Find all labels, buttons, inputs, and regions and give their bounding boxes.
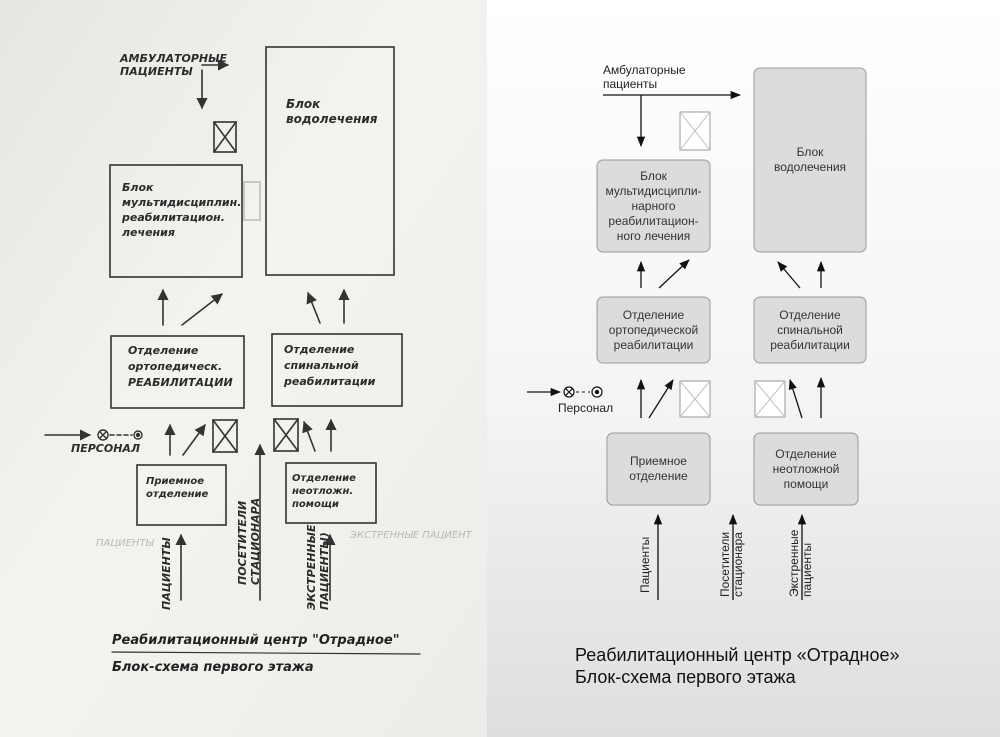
- caption-line2: Блок-схема первого этажа: [575, 667, 796, 687]
- sketch-emergency-box: [285, 462, 377, 524]
- sketch-emergency-patients-label: ЭКСТРЕННЫЕ ПАЦИЕНТЫ): [305, 524, 331, 610]
- multi-block-label: Блок мультидисципли- нарного реабилитаци…: [605, 168, 702, 243]
- spinal-dept-label: Отделение спинальной реабилитации: [770, 307, 850, 352]
- clean-diagram-panel: Амбулаторные пациенты Блок водолечения Б…: [487, 0, 1000, 737]
- outpatients-label: Амбулаторные пациенты: [603, 63, 686, 91]
- sketch-multi-box: [109, 164, 243, 278]
- sketch-outpatients-label: АМБУЛАТОРНЫЕ ПАЦИЕНТЫ: [120, 52, 228, 78]
- hydro-box: [753, 67, 867, 253]
- sketch-photo: АМБУЛАТОРНЫЕ ПАЦИЕНТЫ Блок водолечения Б…: [0, 0, 487, 737]
- sketch-patients-label: ПАЦИЕНТЫ: [160, 537, 173, 610]
- patients-label: Пациенты: [638, 536, 652, 593]
- emergency-patients-label: Экстренные пациенты: [787, 529, 814, 597]
- ortho-box: [596, 296, 711, 364]
- sketch-reception-label: Приемное отделение: [146, 476, 209, 500]
- sketch-spinal-box: [271, 333, 403, 407]
- multi-box: [596, 159, 711, 253]
- sketch-visitors-label: ПОСЕТИТЕЛИ СТАЦИОНАРА: [236, 497, 262, 585]
- hydro-block-label: Блок водолечения: [773, 145, 847, 174]
- emergency-label: Отделение неотложной помощи: [772, 446, 840, 491]
- sketch-caption-line1: Реабилитационный центр "Отрадное": [112, 633, 400, 648]
- ortho-dept-label: Отделение ортопедической реабилитации: [608, 307, 699, 352]
- reception-box: [606, 432, 711, 506]
- caption-line1: Реабилитационный центр «Отрадное»: [575, 645, 900, 665]
- sketch-caption-line2: Блок-схема первого этажа: [112, 660, 314, 675]
- visitors-label: Посетители стационара: [718, 531, 745, 597]
- sketch-hydro-label: Блок водолечения: [286, 97, 378, 126]
- sketch-staff-label: ПЕРСОНАЛ: [71, 442, 141, 455]
- sketch-faint-emergency: ЭКСТРЕННЫЕ ПАЦИЕНТ: [350, 530, 472, 541]
- sketch-hydro-box: [265, 46, 395, 276]
- sketch-emergency-label: Отделение неотложн. помощи: [292, 473, 356, 510]
- spinal-box: [753, 296, 867, 364]
- sketch-reception-box: [136, 464, 227, 526]
- emergency-box: [753, 432, 859, 506]
- sketch-faint-patients: ПАЦИЕНТЫ: [96, 538, 154, 549]
- sketch-spinal-label: Отделение спинальной реабилитации: [284, 343, 376, 388]
- staff-label: Персонал: [558, 401, 614, 415]
- sketch-ortho-label: Отделение ортопедическ. РЕАБИЛИТАЦИИ: [128, 344, 233, 389]
- clean-diagram: [527, 67, 867, 600]
- sketch-drawing: [0, 0, 487, 737]
- reception-label: Приемное отделение: [629, 454, 688, 483]
- sketch-ortho-box: [110, 335, 245, 409]
- sketch-multi-label: Блок мультидисциплин. реабилитацион. леч…: [122, 181, 242, 239]
